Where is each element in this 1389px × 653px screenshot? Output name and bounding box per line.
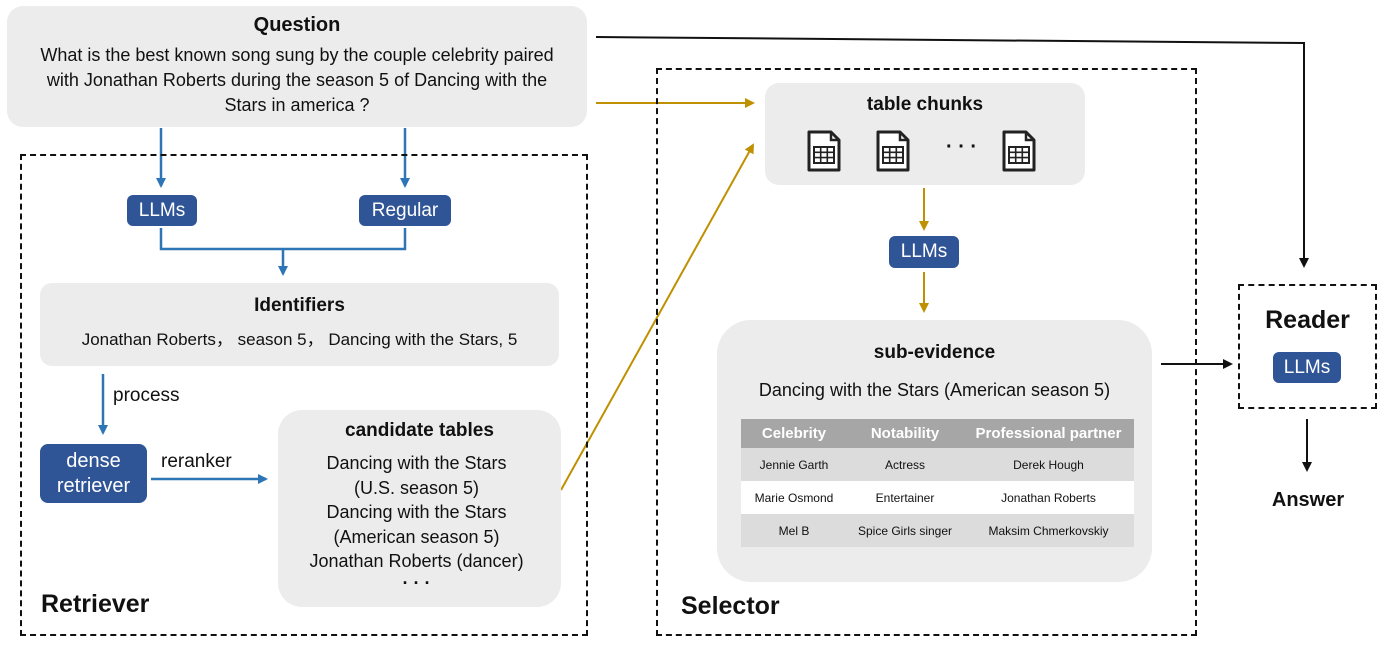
question-title: Question — [253, 14, 341, 36]
table-cell: Maksim Chmerkovskiy — [963, 514, 1134, 547]
retriever-region — [20, 154, 588, 636]
table-cell: Jennie Garth — [741, 448, 847, 481]
selector-region — [656, 68, 1197, 636]
table-chunks-title: table chunks — [866, 94, 984, 115]
question-line-3: Stars in america ? — [224, 95, 370, 115]
table-cell: Spice Girls singer — [847, 514, 963, 547]
table-file-icon — [807, 130, 841, 172]
process-label: process — [113, 385, 180, 406]
arrow-merge-to-identifiers — [159, 228, 407, 274]
table-header-row: Celebrity Notability Professional partne… — [741, 419, 1134, 448]
selector-label: Selector — [681, 592, 780, 620]
table-file-icon — [1002, 130, 1036, 172]
table-file-icon — [876, 130, 910, 172]
selector-llms-box: LLMs — [889, 236, 959, 268]
chunks-ellipsis: · · · — [946, 136, 978, 158]
table-cell: Marie Osmond — [741, 481, 847, 514]
identifiers-box: Identifiers Jonathan Roberts， season 5， … — [40, 283, 559, 366]
candidate-line-3: Dancing with the Stars — [326, 502, 507, 522]
arrow-question-to-reader — [595, 36, 1309, 268]
table-row: Jennie Garth Actress Derek Hough — [741, 448, 1134, 481]
column-header: Notability — [847, 419, 963, 448]
identifiers-text: Jonathan Roberts， season 5， Dancing with… — [81, 330, 518, 349]
dense-retriever-box: dense retriever — [40, 444, 147, 503]
sub-evidence-title: sub-evidence — [873, 342, 996, 363]
question-line-2: with Jonathan Roberts during the season … — [46, 70, 548, 90]
answer-label: Answer — [1271, 489, 1345, 511]
retriever-llms-box: LLMs — [127, 195, 197, 226]
reranker-label: reranker — [161, 451, 232, 472]
retriever-label: Retriever — [41, 590, 150, 618]
reader-llms-box: LLMs — [1273, 352, 1341, 383]
table-cell: Jonathan Roberts — [963, 481, 1134, 514]
reader-region — [1238, 284, 1377, 409]
dense-retriever-line-2: retriever — [56, 474, 131, 497]
table-cell: Actress — [847, 448, 963, 481]
sub-evidence-caption: Dancing with the Stars (American season … — [758, 380, 1111, 400]
question-box: Question What is the best known song sun… — [7, 6, 587, 127]
candidate-line-1: Dancing with the Stars — [326, 453, 507, 473]
identifiers-title: Identifiers — [254, 295, 345, 316]
question-line-1: What is the best known song sung by the … — [40, 45, 554, 65]
sub-evidence-table: Celebrity Notability Professional partne… — [741, 419, 1134, 547]
candidate-tables-title: candidate tables — [345, 420, 494, 441]
table-row: Marie Osmond Entertainer Jonathan Robert… — [741, 481, 1134, 514]
candidate-line-2: (U.S. season 5) — [353, 478, 480, 498]
reader-title: Reader — [1265, 306, 1350, 334]
regular-box: Regular — [359, 195, 451, 226]
table-cell: Derek Hough — [963, 448, 1134, 481]
column-header: Professional partner — [963, 419, 1134, 448]
candidate-line-4: (American season 5) — [333, 527, 500, 547]
table-cell: Entertainer — [847, 481, 963, 514]
dense-retriever-line-1: dense — [66, 449, 121, 472]
candidate-line-5: Jonathan Roberts (dancer) — [309, 551, 524, 571]
table-row: Mel B Spice Girls singer Maksim Chmerkov… — [741, 514, 1134, 547]
candidate-tables-box: candidate tables Dancing with the Stars … — [278, 410, 561, 607]
column-header: Celebrity — [741, 419, 847, 448]
candidate-ellipsis: · · · — [402, 573, 431, 593]
table-cell: Mel B — [741, 514, 847, 547]
